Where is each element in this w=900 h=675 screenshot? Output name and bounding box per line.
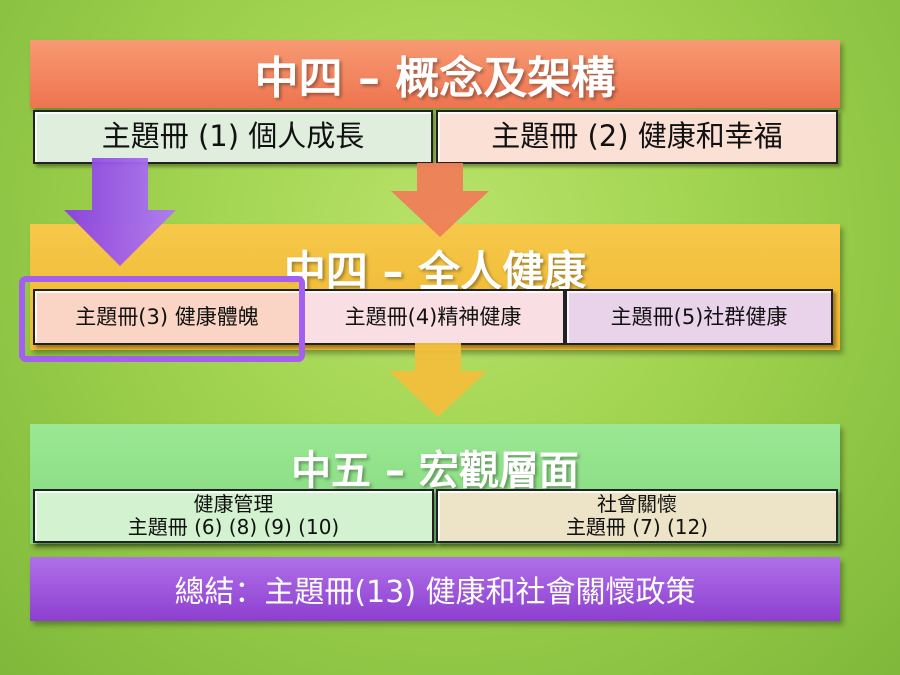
section1-right-cell: 主題冊 (2) 健康和幸福: [436, 110, 838, 164]
arrow-down-icon: [391, 163, 489, 237]
section3-left-line2: 主題冊 (6) (8) (9) (10): [127, 515, 340, 539]
section1-right-label: 主題冊 (2) 健康和幸福: [491, 119, 783, 154]
summary-bar: 總結：主題冊(13) 健康和社會關懷政策: [30, 557, 840, 621]
section2-title: 中四 – 全人健康: [283, 247, 587, 296]
section3-left-cell: 健康管理 主題冊 (6) (8) (9) (10): [33, 489, 434, 543]
section2-cell-3-label: 主題冊(5)社群健康: [610, 304, 788, 329]
section2-cell-3: 主題冊(5)社群健康: [565, 289, 833, 345]
highlight-frame: [19, 276, 305, 362]
section2-cell-2-label: 主題冊(4)精神健康: [344, 304, 522, 329]
section2-cell-1: 主題冊(3) 健康體魄: [33, 289, 301, 345]
section2-cell-1-label: 主題冊(3) 健康體魄: [75, 304, 259, 329]
section3-left-line1: 健康管理: [193, 492, 274, 516]
arrow-down-icon: [389, 343, 487, 417]
section3-right-line1: 社會關懷: [597, 492, 677, 516]
section3-right-cell: 社會關懷 主題冊 (7) (12): [436, 489, 838, 543]
arrow-down-icon: [64, 158, 176, 266]
section3-title: 中五 – 宏觀層面: [291, 448, 579, 494]
section1-title: 中四 – 概念及架構: [254, 53, 616, 104]
section2-cell-2: 主題冊(4)精神健康: [301, 289, 565, 345]
section1-left-cell: 主題冊 (1) 個人成長: [33, 110, 433, 164]
section1-left-label: 主題冊 (1) 個人成長: [101, 119, 365, 154]
section1-band: 中四 – 概念及架構: [30, 40, 840, 108]
summary-text: 總結：主題冊(13) 健康和社會關懷政策: [174, 575, 696, 610]
section3-right-line2: 主題冊 (7) (12): [565, 515, 709, 539]
